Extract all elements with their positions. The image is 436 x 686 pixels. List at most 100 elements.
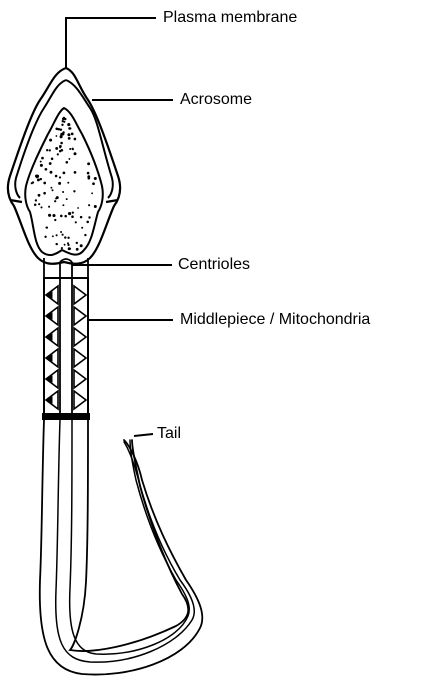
chromatin-dot	[88, 204, 90, 206]
chromatin-dot	[67, 182, 69, 184]
label-centrioles: Centrioles	[178, 257, 250, 273]
chromatin-dot	[49, 162, 52, 165]
chromatin-dot	[64, 215, 67, 218]
chromatin-dot	[37, 178, 40, 181]
mitochondria-sheath	[46, 286, 86, 409]
chromatin-dot	[55, 243, 57, 245]
chromatin-dot	[55, 147, 58, 150]
nucleus-outline	[25, 108, 103, 255]
chromatin-dot	[62, 204, 64, 206]
chromatin-dot	[43, 182, 46, 185]
mitochondrion-right	[74, 286, 86, 304]
leader-plasma-membrane	[66, 18, 156, 68]
annulus-band	[42, 413, 90, 420]
chromatin-dot	[69, 127, 71, 129]
tail-sheath-inner	[70, 420, 188, 651]
chromatin-dot	[94, 177, 97, 180]
chromatin-dot	[40, 206, 42, 208]
chromatin-dot	[73, 190, 75, 192]
chromatin-dot	[66, 161, 69, 164]
label-acrosome: Acrosome	[180, 92, 252, 108]
chromatin-dot	[34, 204, 37, 207]
tail-filament-1	[56, 420, 195, 662]
mitochondrion-right	[74, 391, 86, 409]
chromatin-dot	[62, 234, 64, 236]
chromatin-dot	[74, 138, 77, 141]
chromatin-dot	[41, 157, 44, 160]
sperm-tail	[40, 420, 203, 675]
chromatin-dot	[72, 212, 74, 214]
chromatin-dot	[64, 118, 66, 120]
middlepiece	[42, 278, 90, 420]
chromatin-dot	[76, 242, 78, 244]
chromatin-dot	[64, 244, 66, 246]
chromatin-dot	[61, 124, 63, 126]
chromatin-dot	[84, 234, 86, 236]
chromatin-dot	[60, 142, 63, 145]
label-middlepiece: Middlepiece / Mitochondria	[180, 312, 370, 328]
chromatin-dot	[94, 205, 97, 208]
chromatin-dot	[48, 206, 50, 208]
label-tail: Tail	[157, 426, 181, 442]
chromatin-dot	[46, 226, 48, 228]
chromatin-dot	[59, 147, 61, 149]
chromatin-dot	[88, 216, 90, 218]
chromatin-dot	[74, 171, 77, 174]
chromatin-dot	[68, 137, 71, 140]
chromatin-dot	[63, 172, 66, 175]
chromatin-dot	[49, 149, 51, 151]
chromatin-dot	[40, 178, 42, 180]
chromatin-dot	[59, 150, 62, 153]
chromatin-dot	[91, 192, 93, 194]
chromatin-dot	[52, 214, 55, 217]
chromatin-dot	[50, 171, 53, 174]
nucleus-chromatin-dots	[31, 117, 97, 251]
sperm-head	[8, 68, 120, 264]
chromatin-dot	[56, 135, 58, 137]
chromatin-dot	[69, 248, 71, 250]
chromatin-dot	[62, 191, 64, 193]
chromatin-dot	[69, 148, 71, 150]
chromatin-dot	[38, 203, 40, 205]
chromatin-dot	[48, 214, 51, 217]
chromatin-dot	[71, 215, 74, 218]
chromatin-dot	[55, 198, 57, 200]
chromatin-dot	[59, 176, 61, 178]
chromatin-dot	[32, 181, 34, 183]
chromatin-dot	[57, 153, 59, 155]
chromatin-dot	[51, 189, 53, 191]
leader-tail	[134, 434, 153, 436]
chromatin-dot	[64, 236, 66, 238]
chromatin-dot	[60, 135, 63, 138]
chromatin-dot	[55, 175, 58, 178]
chromatin-dot	[58, 182, 61, 185]
chromatin-dot	[56, 234, 58, 236]
chromatin-dot	[54, 219, 56, 221]
chromatin-dot	[50, 187, 52, 189]
chromatin-dot	[46, 149, 48, 151]
chromatin-dot	[54, 200, 56, 202]
mitochondrion-right	[74, 349, 86, 367]
chromatin-dot	[67, 237, 69, 239]
chromatin-dot	[71, 148, 73, 150]
chromatin-dot	[74, 152, 77, 155]
chromatin-dot	[66, 198, 68, 200]
chromatin-dot	[68, 212, 71, 215]
mitochondrion-right	[74, 328, 86, 346]
chromatin-dot	[87, 162, 90, 165]
chromatin-dot	[80, 216, 83, 219]
chromatin-dot	[80, 244, 83, 247]
chromatin-dot	[60, 231, 62, 233]
chromatin-dot	[75, 221, 77, 223]
chromatin-dot	[67, 242, 69, 244]
chromatin-dot	[67, 133, 70, 136]
label-plasma-membrane: Plasma membrane	[163, 10, 297, 26]
acrosome-outline	[15, 80, 113, 198]
chromatin-dot	[87, 172, 90, 175]
chromatin-dot	[49, 139, 52, 142]
chromatin-dot	[60, 129, 62, 131]
chromatin-dot	[71, 133, 74, 136]
chromatin-dot	[44, 236, 46, 238]
chromatin-dot	[61, 247, 63, 249]
chromatin-dot	[63, 121, 65, 123]
